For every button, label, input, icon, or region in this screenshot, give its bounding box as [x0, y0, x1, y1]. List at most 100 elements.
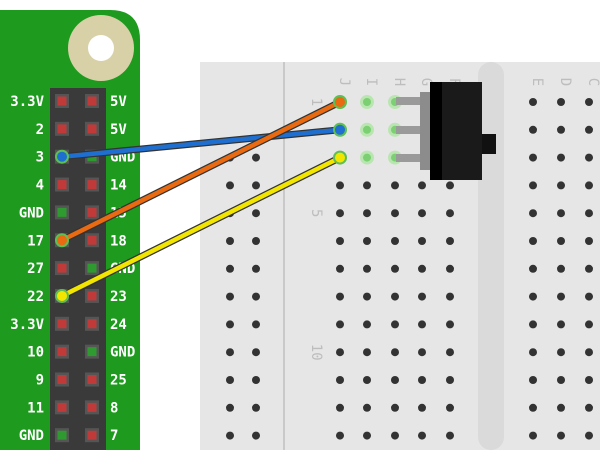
breadboard-hole: [529, 98, 537, 106]
breadboard-hole: [391, 209, 399, 218]
breadboard-rail-hole: [226, 403, 234, 412]
breadboard-hole: [529, 153, 537, 162]
breadboard-hole: [418, 237, 426, 245]
breadboard-column-letter: C: [585, 78, 600, 86]
wire-orange: [55, 95, 347, 248]
breadboard-hole: [336, 376, 344, 384]
breadboard-hole: [418, 376, 426, 384]
breadboard-hole: [585, 209, 593, 218]
mounting-hole-center: [88, 35, 114, 61]
gpio-pin: [87, 180, 97, 190]
gpio-pin: [57, 96, 67, 106]
breadboard-hole: [529, 181, 537, 190]
breadboard-center-channel: [478, 62, 504, 450]
breadboard-hole: [585, 181, 593, 190]
gpio-pin: [87, 319, 97, 329]
breadboard-hole: [585, 348, 593, 357]
breadboard-hole: [391, 292, 399, 301]
breadboard-hole: [336, 431, 344, 440]
breadboard-rail-hole: [226, 181, 234, 190]
gpio-pin: [57, 180, 67, 190]
breadboard-hole: [336, 292, 344, 301]
gpio-pin-label: 7: [110, 428, 118, 444]
gpio-pin-label: 5V: [110, 94, 127, 110]
breadboard-rail-hole: [226, 348, 234, 357]
gpio-pin: [57, 430, 67, 440]
breadboard-hole: [529, 320, 537, 329]
breadboard-hole: [363, 292, 371, 301]
breadboard-hole: [446, 376, 454, 384]
gpio-row: 3.3V 5V: [10, 94, 127, 110]
breadboard-hole: [529, 376, 537, 384]
breadboard-row-number: 1: [308, 98, 324, 106]
breadboard-hole: [585, 403, 593, 412]
breadboard-hole: [529, 209, 537, 218]
breadboard-hole: [391, 320, 399, 329]
gpio-pin: [87, 347, 97, 357]
breadboard-hole: [557, 403, 565, 412]
breadboard-hole: [363, 209, 371, 218]
breadboard-hole: [557, 237, 565, 245]
gpio-pin: [57, 375, 67, 384]
breadboard-hole: [446, 237, 454, 245]
gpio-pin-label: 3.3V: [10, 94, 44, 110]
breadboard-hole: [529, 264, 537, 273]
breadboard-hole: [391, 431, 399, 440]
wire-end: [333, 122, 347, 137]
breadboard-hole: [363, 98, 371, 106]
breadboard-hole: [418, 348, 426, 357]
breadboard-column-letter: H: [391, 78, 407, 86]
breadboard-hole: [336, 348, 344, 357]
breadboard-hole: [585, 292, 593, 301]
breadboard-hole: [336, 209, 344, 218]
breadboard-rail-hole: [226, 264, 234, 273]
gpio-pin: [57, 347, 67, 357]
breadboard-hole: [418, 209, 426, 218]
switch-lead-1: [396, 97, 430, 105]
breadboard-hole: [557, 153, 565, 162]
breadboard-hole: [391, 181, 399, 190]
gpio-pin-label: 25: [110, 373, 127, 389]
breadboard-hole: [363, 264, 371, 273]
breadboard-hole: [446, 181, 454, 190]
breadboard-rail-hole: [252, 264, 260, 273]
breadboard-hole: [363, 181, 371, 190]
breadboard-rail-hole: [226, 431, 234, 440]
breadboard-hole: [363, 376, 371, 384]
breadboard-hole: [391, 376, 399, 384]
breadboard-hole: [529, 348, 537, 357]
gpio-pin-label: 3: [36, 150, 44, 166]
wire-core: [59, 127, 343, 159]
breadboard-hole: [336, 237, 344, 245]
slide-switch: [396, 82, 496, 180]
breadboard-hole: [557, 320, 565, 329]
breadboard-hole: [418, 431, 426, 440]
gpio-pin: [87, 402, 97, 412]
gpio-pin: [57, 207, 67, 217]
gpio-pin-label: 10: [27, 345, 44, 361]
breadboard-row-number: 10: [308, 344, 324, 361]
gpio-pin-label: 3.3V: [10, 317, 44, 333]
breadboard-rail-hole: [252, 153, 260, 162]
switch-pin-block: [420, 92, 432, 170]
breadboard-hole: [336, 320, 344, 329]
breadboard-hole: [418, 264, 426, 273]
wire-end: [333, 150, 347, 165]
breadboard-hole: [391, 237, 399, 245]
breadboard-hole: [418, 292, 426, 301]
breadboard-rail-hole: [252, 320, 260, 329]
breadboard-rail-hole: [252, 348, 260, 357]
wires: [55, 95, 347, 303]
breadboard-hole: [446, 348, 454, 357]
wire-yellow: [55, 150, 347, 303]
gpio-pin: [57, 319, 67, 329]
gpio-pin-label: 4: [36, 178, 44, 194]
breadboard-hole: [557, 98, 565, 106]
breadboard-column-letter: D: [557, 78, 573, 86]
breadboard-hole: [391, 264, 399, 273]
breadboard-hole: [529, 237, 537, 245]
breadboard-body: [200, 62, 600, 450]
